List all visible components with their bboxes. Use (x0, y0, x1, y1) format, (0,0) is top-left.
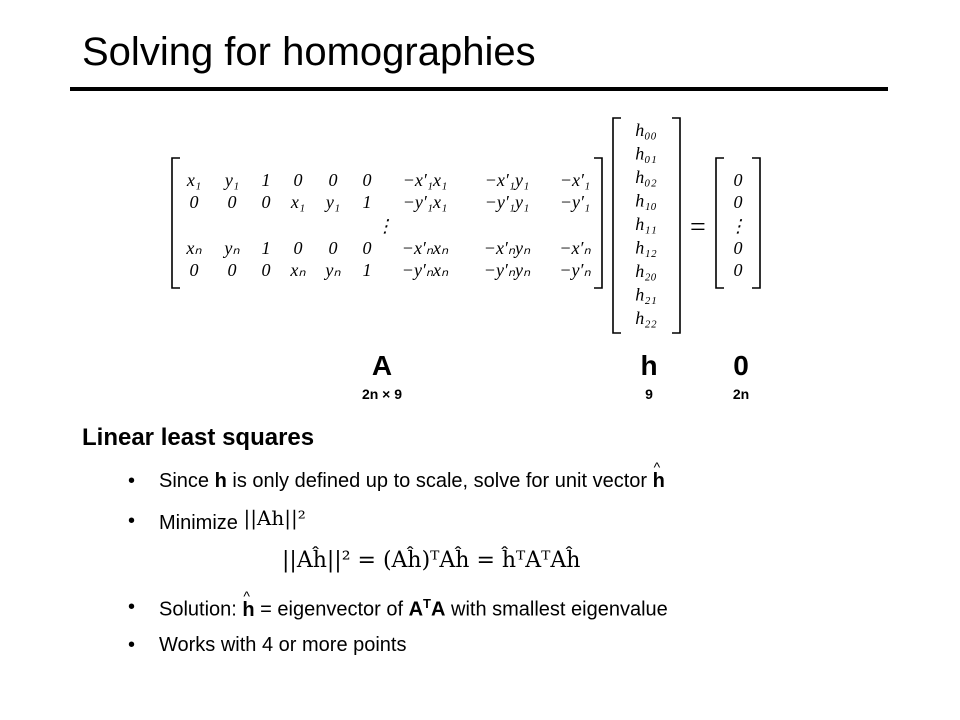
matrix-a-cell: 1 (363, 192, 372, 212)
matrix-a-cell: −y′ₙ (559, 260, 591, 280)
vector-h-right-bracket (672, 117, 681, 334)
vector-h-cell: h₂₂ (635, 308, 657, 328)
matrix-a-cell: −y′₁y₁ (485, 192, 530, 212)
vector-0-cell: 0 (734, 192, 743, 212)
vector-h-cell: h₁₂ (635, 238, 657, 258)
vector-0-left-bracket (715, 157, 724, 289)
bullet-dot: • (128, 470, 136, 492)
bullet-dot: • (128, 510, 136, 532)
matrix-a-cell: 0 (294, 170, 303, 190)
vector-0-cells: 00⋮00 (729, 170, 747, 280)
label-h: h (640, 350, 658, 381)
matrix-a-cell: −y′ₙyₙ (484, 260, 531, 280)
vector-0-cell: 0 (734, 260, 743, 280)
matrix-a-cell: 0 (363, 238, 372, 258)
vector-h-cell: h₀₂ (635, 167, 657, 187)
vector-h-cell: h₀₁ (635, 144, 657, 164)
matrix-a-cell: 0 (262, 192, 271, 212)
dim-a: 2n × 9 (361, 386, 403, 402)
matrix-a-cell: −x′₁x₁ (403, 170, 448, 190)
matrix-a-cell: y₁ (324, 192, 340, 212)
expansion-formula: ||Aĥ||² = (Aĥ)ᵀAĥ = ĥᵀAᵀAĥ (282, 548, 581, 573)
label-a: A (371, 350, 393, 381)
equals-sign: = (690, 212, 706, 243)
vector-h-cell: h₁₀ (635, 191, 657, 211)
vector-0-right-bracket (752, 157, 761, 289)
vector-h-cell: h₀₀ (635, 120, 657, 140)
matrix-a-cell: yₙ (222, 238, 240, 258)
matrix-a-cell: y₁ (223, 170, 239, 190)
matrix-a-cell: 0 (329, 170, 338, 190)
h-hat-solution: h (242, 588, 254, 622)
matrix-a-cell: 0 (228, 260, 237, 280)
vector-0-cell: ⋮ (729, 216, 747, 236)
vector-h-cell: h₂₀ (635, 261, 657, 281)
bullet-dot: • (128, 596, 136, 618)
matrix-a-cell: −x′ₙyₙ (484, 238, 531, 258)
vector-h-cell: h₁₁ (635, 214, 657, 234)
matrix-a-cell: 0 (294, 238, 303, 258)
matrix-a-cell: x₁ (186, 170, 201, 190)
vector-0-cell: 0 (734, 170, 743, 190)
matrix-a-cell: −y′₁x₁ (403, 192, 448, 212)
section-heading: Linear least squares (82, 424, 315, 451)
matrix-a-cell: 1 (262, 170, 271, 190)
label-0: 0 (733, 350, 749, 381)
matrix-a-ellipsis: ⋮ (376, 216, 394, 236)
vector-h-cell: h₂₁ (635, 285, 657, 305)
matrix-a-cell: 0 (228, 192, 237, 212)
matrix-a-cell: 1 (262, 238, 271, 258)
matrix-a-cell: xₙ (289, 260, 306, 280)
matrix-a-cell: 0 (329, 238, 338, 258)
matrix-a-cell: yₙ (323, 260, 341, 280)
matrix-a-cell: 0 (363, 170, 372, 190)
dim-0: 2n (732, 386, 750, 402)
matrix-a-cell: −x′₁y₁ (485, 170, 530, 190)
dim-h: 9 (645, 386, 653, 402)
matrix-a-cell: 0 (262, 260, 271, 280)
matrix-a-cell: xₙ (185, 238, 202, 258)
bullet-dot: • (128, 634, 136, 656)
vector-h-cells: h₀₀ h₀₁ h₀₂ h₁₀ h₁₁ h₁₂ h₂₀ h₂₁ h₂₂ (635, 120, 657, 328)
matrix-a-cell: 1 (363, 260, 372, 280)
matrix-a-cell: −y′ₙxₙ (402, 260, 449, 280)
matrix-a-cell: −y′₁ (560, 192, 590, 212)
h-hat-ref: h (653, 459, 665, 493)
slide-title: Solving for homographies (82, 30, 536, 74)
matrix-a-left-bracket (171, 157, 180, 289)
matrix-a-cell: 0 (190, 260, 199, 280)
title-underline (70, 87, 888, 91)
h-vector-ref: h (214, 470, 227, 492)
matrix-a-cell: x₁ (290, 192, 305, 212)
matrix-a-cell: 0 (190, 192, 199, 212)
vector-0-cell: 0 (734, 238, 743, 258)
minimize-formula: ||Ah||² (243, 506, 306, 530)
matrix-a-right-bracket (594, 157, 603, 289)
matrix-a-cell: −x′ₙxₙ (402, 238, 449, 258)
vector-h-left-bracket (612, 117, 621, 334)
matrix-a-cell: −x′ₙ (559, 238, 591, 258)
matrix-a-cell: −x′₁ (560, 170, 590, 190)
